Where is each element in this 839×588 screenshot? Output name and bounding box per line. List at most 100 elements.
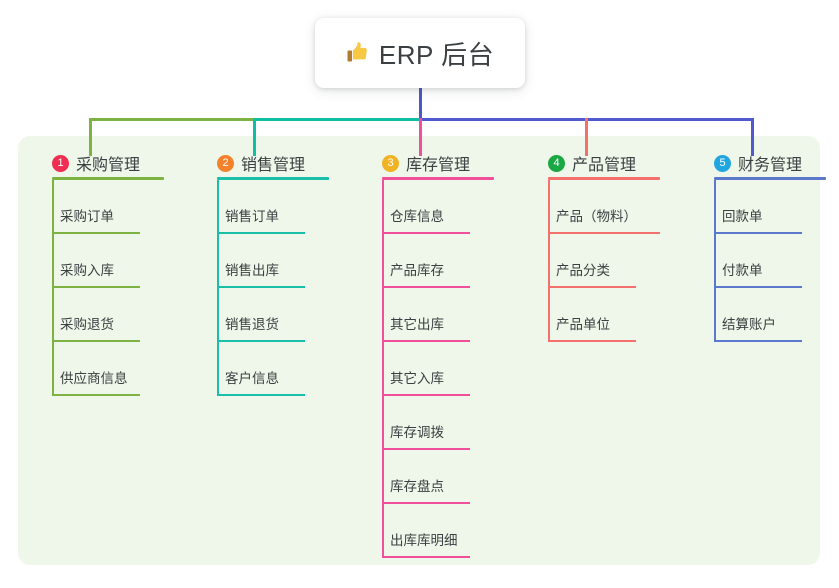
column-badge-5: 5 bbox=[714, 154, 731, 172]
leaf-node[interactable]: 采购订单 bbox=[30, 180, 190, 234]
leaf-node-label: 库存调拨 bbox=[390, 425, 444, 440]
leaf-connector-line bbox=[52, 180, 54, 234]
leaf-connector-line bbox=[714, 234, 716, 288]
leaf-connector-line bbox=[548, 288, 550, 342]
column-group-3: 3 库存管理 仓库信息产品库存其它出库其它入库库存调拨库存盘点出库库明细 bbox=[360, 146, 520, 558]
column-underline-3 bbox=[382, 177, 494, 180]
leaf-connector-line bbox=[52, 234, 54, 288]
leaf-connector-line bbox=[382, 234, 384, 288]
leaf-node[interactable]: 其它出库 bbox=[360, 288, 520, 342]
leaf-connector-line bbox=[217, 180, 219, 234]
leaf-connector-line bbox=[382, 396, 384, 450]
leaf-connector-line bbox=[714, 180, 716, 234]
leaf-connector-line bbox=[217, 234, 219, 288]
column-header-3[interactable]: 3 库存管理 bbox=[360, 146, 520, 180]
column-items-2: 销售订单销售出库销售退货客户信息 bbox=[195, 180, 355, 396]
leaf-node-label: 产品库存 bbox=[390, 263, 444, 278]
column-group-2: 2 销售管理 销售订单销售出库销售退货客户信息 bbox=[195, 146, 355, 396]
leaf-node[interactable]: 客户信息 bbox=[195, 342, 355, 396]
leaf-connector-line bbox=[548, 234, 550, 288]
drop-line-col1 bbox=[89, 118, 92, 156]
root-node-label: ERP 后台 bbox=[378, 39, 495, 70]
leaf-connector-line bbox=[382, 288, 384, 342]
leaf-node-label: 仓库信息 bbox=[390, 209, 444, 224]
leaf-node[interactable]: 采购退货 bbox=[30, 288, 190, 342]
leaf-connector-line bbox=[714, 288, 716, 342]
column-underline-2 bbox=[217, 177, 329, 180]
column-items-5: 回款单付款单结算账户 bbox=[692, 180, 839, 342]
leaf-node-label: 回款单 bbox=[722, 209, 763, 224]
leaf-underline bbox=[52, 286, 140, 288]
column-underline-5 bbox=[714, 177, 826, 180]
leaf-node-label: 库存盘点 bbox=[390, 479, 444, 494]
column-items-3: 仓库信息产品库存其它出库其它入库库存调拨库存盘点出库库明细 bbox=[360, 180, 520, 558]
root-stem-line bbox=[419, 88, 422, 120]
leaf-node-label: 供应商信息 bbox=[60, 371, 128, 386]
leaf-node[interactable]: 仓库信息 bbox=[360, 180, 520, 234]
leaf-connector-line bbox=[382, 450, 384, 504]
leaf-connector-line bbox=[52, 342, 54, 396]
leaf-underline bbox=[714, 232, 802, 234]
leaf-node[interactable]: 产品单位 bbox=[526, 288, 686, 342]
column-title-5: 财务管理 bbox=[738, 157, 803, 174]
leaf-node-label: 其它出库 bbox=[390, 317, 444, 332]
drop-line-col2 bbox=[253, 118, 256, 156]
leaf-node-label: 销售退货 bbox=[225, 317, 279, 332]
leaf-node[interactable]: 回款单 bbox=[692, 180, 839, 234]
leaf-connector-line bbox=[217, 288, 219, 342]
leaf-node[interactable]: 产品（物料） bbox=[526, 180, 686, 234]
leaf-underline bbox=[382, 448, 470, 450]
leaf-underline bbox=[52, 394, 140, 396]
drop-line-col5 bbox=[751, 118, 754, 156]
diagram-panel-background bbox=[18, 136, 820, 565]
leaf-underline bbox=[382, 340, 470, 342]
leaf-node[interactable]: 出库库明细 bbox=[360, 504, 520, 558]
leaf-node-label: 结算账户 bbox=[722, 317, 776, 332]
leaf-underline bbox=[714, 340, 802, 342]
leaf-underline bbox=[217, 394, 305, 396]
leaf-node-label: 销售出库 bbox=[225, 263, 279, 278]
leaf-node[interactable]: 销售出库 bbox=[195, 234, 355, 288]
leaf-connector-line bbox=[382, 504, 384, 558]
leaf-node-label: 其它入库 bbox=[390, 371, 444, 386]
leaf-underline bbox=[217, 286, 305, 288]
leaf-node[interactable]: 销售订单 bbox=[195, 180, 355, 234]
leaf-node[interactable]: 采购入库 bbox=[30, 234, 190, 288]
leaf-node[interactable]: 付款单 bbox=[692, 234, 839, 288]
column-underline-4 bbox=[548, 177, 660, 180]
leaf-node[interactable]: 销售退货 bbox=[195, 288, 355, 342]
column-header-2[interactable]: 2 销售管理 bbox=[195, 146, 355, 180]
leaf-underline bbox=[382, 394, 470, 396]
leaf-node[interactable]: 其它入库 bbox=[360, 342, 520, 396]
column-header-1[interactable]: 1 采购管理 bbox=[30, 146, 190, 180]
leaf-underline bbox=[52, 340, 140, 342]
leaf-underline bbox=[382, 502, 470, 504]
leaf-node[interactable]: 库存盘点 bbox=[360, 450, 520, 504]
leaf-node-label: 产品（物料） bbox=[556, 209, 637, 224]
column-title-4: 产品管理 bbox=[572, 157, 637, 174]
column-badge-1: 1 bbox=[52, 154, 69, 172]
leaf-node[interactable]: 供应商信息 bbox=[30, 342, 190, 396]
column-title-2: 销售管理 bbox=[241, 157, 306, 174]
leaf-node[interactable]: 结算账户 bbox=[692, 288, 839, 342]
column-title-1: 采购管理 bbox=[76, 157, 141, 174]
leaf-underline bbox=[217, 232, 305, 234]
column-title-3: 库存管理 bbox=[406, 157, 471, 174]
drop-line-col4 bbox=[585, 118, 588, 156]
leaf-node-label: 产品单位 bbox=[556, 317, 610, 332]
leaf-underline bbox=[548, 286, 636, 288]
column-header-4[interactable]: 4 产品管理 bbox=[526, 146, 686, 180]
leaf-underline bbox=[52, 232, 140, 234]
bus-segment-teal bbox=[253, 118, 421, 121]
leaf-connector-line bbox=[52, 288, 54, 342]
column-header-5[interactable]: 5 财务管理 bbox=[692, 146, 839, 180]
leaf-node[interactable]: 产品分类 bbox=[526, 234, 686, 288]
root-node-erp-backend[interactable]: ERP 后台 bbox=[315, 18, 525, 88]
leaf-underline bbox=[217, 340, 305, 342]
thumbs-up-icon bbox=[347, 42, 367, 62]
leaf-node-label: 产品分类 bbox=[556, 263, 610, 278]
leaf-underline bbox=[548, 232, 660, 234]
leaf-node-label: 采购订单 bbox=[60, 209, 114, 224]
leaf-node[interactable]: 产品库存 bbox=[360, 234, 520, 288]
leaf-node[interactable]: 库存调拨 bbox=[360, 396, 520, 450]
